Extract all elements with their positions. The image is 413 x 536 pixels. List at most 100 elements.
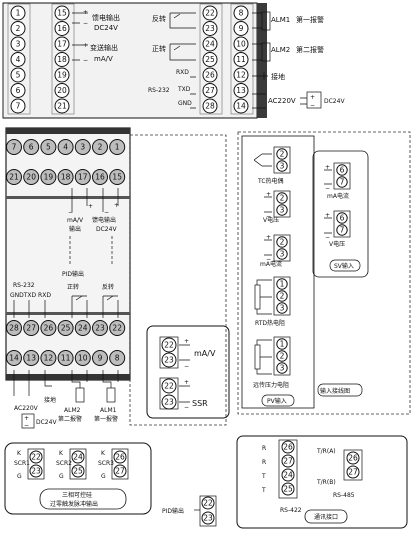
svg-text:+: +: [325, 164, 330, 171]
svg-text:+: +: [88, 203, 93, 210]
input-terminal-3: 3: [276, 204, 288, 216]
svg-text:6: 6: [16, 86, 21, 95]
top-labels: 馈电输出 DC24V 变送输出 mA/V 反转 正转 RXD TXD RS-23…: [90, 13, 345, 107]
feed-output-label: 馈电输出: [92, 13, 120, 22]
svg-text:3: 3: [280, 250, 285, 259]
svg-text:2: 2: [280, 352, 285, 361]
svg-text:−: −: [310, 102, 315, 109]
tc-label: TC热电偶: [257, 177, 284, 185]
svg-text:1: 1: [280, 340, 285, 349]
scr1-label: SCR1: [14, 460, 30, 467]
svg-text:21: 21: [57, 102, 67, 111]
main-dashed-outline: [129, 134, 227, 426]
svg-text:+: +: [266, 191, 271, 198]
svg-text:−: −: [68, 209, 73, 216]
terminal-9: 9: [233, 21, 249, 36]
svg-text:23: 23: [205, 24, 215, 33]
sv-input-label: SV输入: [334, 262, 354, 270]
terminal-6: 6: [10, 83, 26, 98]
terminal-2: 2: [92, 139, 108, 155]
terminal-28: 28: [202, 98, 218, 114]
alm1-main-desc: 第一报警: [94, 415, 118, 423]
svg-text:15: 15: [57, 9, 67, 18]
ac220-label: AC220V: [268, 97, 296, 105]
input-terminal-2: 2: [276, 350, 288, 362]
scr1-k: K: [17, 450, 22, 457]
terminal-4: 4: [57, 139, 74, 155]
svg-text:1: 1: [115, 143, 120, 152]
terminal-23: 23: [202, 21, 218, 36]
input-terminal-3: 3: [276, 362, 288, 374]
svg-text:2: 2: [98, 143, 103, 152]
svg-text:24: 24: [205, 40, 215, 49]
svg-text:17: 17: [57, 40, 67, 49]
svg-text:+: +: [114, 202, 119, 209]
svg-text:−: −: [325, 185, 330, 192]
svg-text:14: 14: [236, 102, 246, 111]
svg-text:10: 10: [236, 40, 246, 49]
input-terminal-2: 2: [276, 290, 288, 302]
terminal-24: 24: [74, 320, 91, 336]
scr-terminal-23: 23: [29, 464, 43, 478]
svg-text:8: 8: [239, 9, 244, 18]
svg-text:26: 26: [283, 443, 293, 452]
svg-text:1: 1: [16, 9, 21, 18]
forward-main-label: 正转: [67, 283, 79, 291]
ma-current-label: mA电流: [260, 260, 282, 268]
input-terminal-2: 2: [276, 236, 288, 248]
scr-terminal-22: 22: [29, 450, 43, 464]
terminal-19: 19: [40, 169, 57, 185]
svg-text:−: −: [266, 213, 271, 220]
svg-text:+: +: [266, 234, 271, 241]
tr-b-label: T/R(B): [316, 479, 336, 486]
terminal-15: 15: [109, 169, 126, 185]
svg-text:22: 22: [31, 453, 41, 462]
svg-text:+: +: [184, 379, 189, 386]
svg-text:11: 11: [236, 55, 246, 64]
rs232-main-label: RS-232: [13, 282, 35, 289]
terminal-27: 27: [202, 83, 218, 98]
ssr-label: SSR: [192, 399, 208, 408]
comm-r-minus: R: [262, 459, 266, 466]
svg-text:25: 25: [61, 324, 71, 333]
svg-text:27: 27: [115, 467, 125, 476]
svg-text:16: 16: [57, 24, 67, 33]
pid-terminal-23: 23: [201, 511, 215, 525]
main-panel: [5, 127, 131, 381]
svg-text:22: 22: [203, 499, 213, 508]
terminal-9: 9: [92, 350, 108, 366]
terminal-10: 10: [233, 36, 249, 52]
input-terminal-6: 6: [336, 212, 348, 224]
pv-input-label: PV输入: [267, 397, 287, 405]
svg-text:17: 17: [78, 173, 88, 182]
svg-text:2: 2: [16, 24, 21, 33]
dc24-label: DC24V: [324, 98, 345, 105]
svg-text:27: 27: [205, 86, 215, 95]
alm2-main-desc: 第二报警: [58, 415, 82, 423]
remote-pressure-label: 远传压力电阻: [253, 381, 289, 389]
svg-text:28: 28: [9, 324, 19, 333]
svg-text:23: 23: [203, 514, 213, 523]
svg-text:14: 14: [9, 354, 19, 363]
top-wiring: + − + − + −: [72, 9, 322, 109]
ground-main-label: 接地: [44, 396, 56, 404]
svg-text:19: 19: [57, 71, 67, 80]
input-terminal-3: 3: [276, 302, 288, 314]
sv-ma-label: mA电流: [327, 192, 349, 200]
svg-text:7: 7: [16, 102, 21, 111]
svg-text:22: 22: [164, 382, 174, 391]
feed-v-label: DC24V: [96, 226, 117, 233]
svg-text:11: 11: [61, 354, 71, 363]
terminal-21: 21: [54, 98, 70, 114]
input-diagram-label: 输入接线图: [320, 387, 350, 395]
input-terminal-2: 2: [276, 148, 288, 160]
svg-text:23: 23: [31, 467, 41, 476]
terminal-2: 2: [10, 21, 26, 36]
svg-text:23: 23: [95, 324, 105, 333]
terminal-22: 22: [109, 320, 126, 336]
